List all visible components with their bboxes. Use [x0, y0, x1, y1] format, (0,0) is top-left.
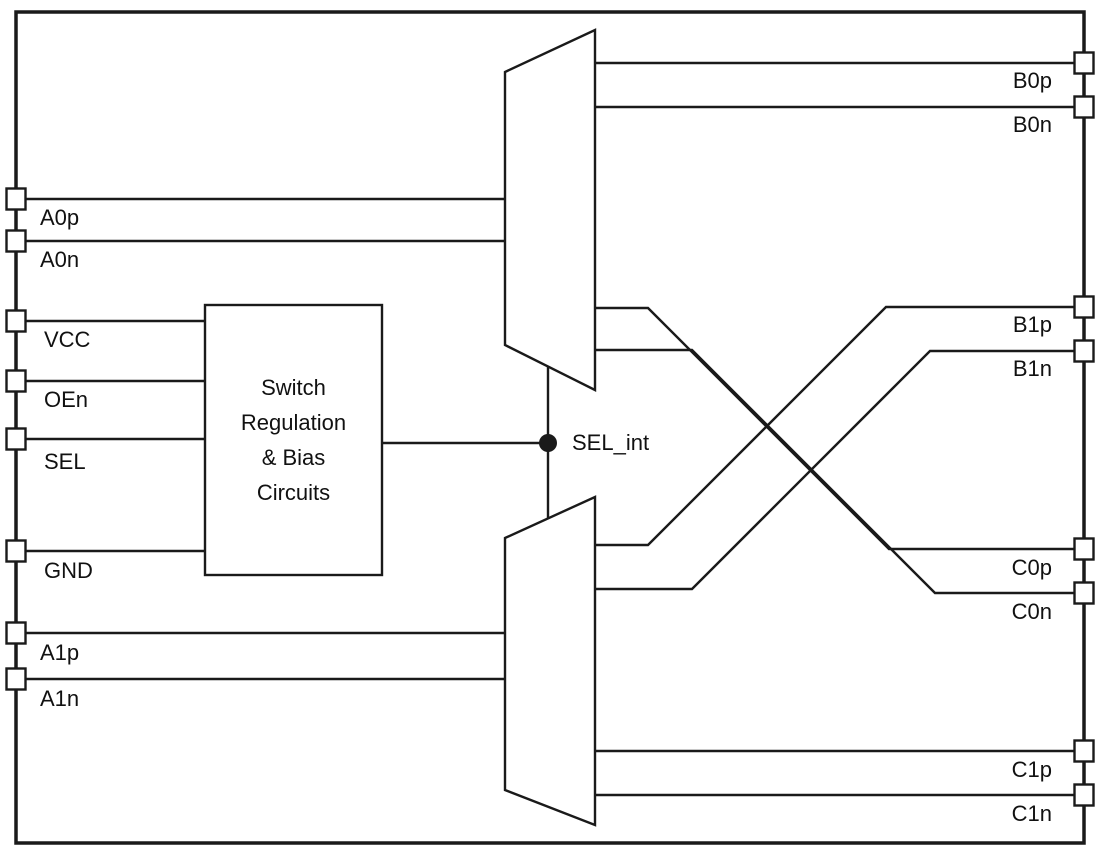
switch-regulation-block — [203, 303, 384, 577]
pin-square-b0n — [1073, 95, 1095, 119]
pin-square-c1p — [1073, 739, 1095, 763]
pin-square-a1n — [5, 667, 27, 691]
pin-label-a1p: A1p — [40, 640, 80, 665]
pin-square-vcc — [5, 309, 27, 333]
pin-square-b1p — [1073, 295, 1095, 319]
pin-label-b1n: B1n — [1012, 356, 1052, 381]
pin-square-sel — [5, 427, 27, 451]
sel-int-label: SEL_int — [572, 430, 650, 455]
pin-label-a0n: A0n — [40, 247, 80, 272]
mux-lower — [503, 495, 597, 827]
pin-square-gnd — [5, 539, 27, 563]
pin-square-c0p — [1073, 537, 1095, 561]
pin-square-c1n — [1073, 783, 1095, 807]
sel-int-dot — [539, 434, 557, 452]
pin-square-a0p — [5, 187, 27, 211]
pin-label-b1p: B1p — [1012, 312, 1052, 337]
pin-label-vcc: VCC — [44, 327, 91, 352]
pin-label-c1p: C1p — [1011, 757, 1052, 782]
mux-upper — [503, 28, 597, 392]
pin-label-c0n: C0n — [1011, 599, 1052, 624]
wire-c0n — [595, 348, 1084, 595]
pin-label-gnd: GND — [44, 558, 93, 583]
pin-square-a0n — [5, 229, 27, 253]
switch-regulation-block-label: Switch Regulation & Bias Circuits — [240, 375, 347, 505]
pin-label-c1n: C1n — [1011, 801, 1052, 826]
pin-label-a1n: A1n — [40, 686, 80, 711]
wire-b1n — [595, 349, 1084, 591]
wire-b1p — [595, 305, 1084, 547]
pin-label-b0n: B0n — [1012, 112, 1052, 137]
pin-label-b0p: B0p — [1012, 68, 1052, 93]
pin-label-sel: SEL — [44, 449, 86, 474]
pin-square-b1n — [1073, 339, 1095, 363]
pin-label-a0p: A0p — [40, 205, 80, 230]
pin-label-oen: OEn — [44, 387, 89, 412]
pin-square-c0n — [1073, 581, 1095, 605]
pin-label-c0p: C0p — [1011, 555, 1052, 580]
wire-c0p — [595, 306, 1084, 551]
pin-square-a1p — [5, 621, 27, 645]
pin-square-oen — [5, 369, 27, 393]
pin-square-b0p — [1073, 51, 1095, 75]
